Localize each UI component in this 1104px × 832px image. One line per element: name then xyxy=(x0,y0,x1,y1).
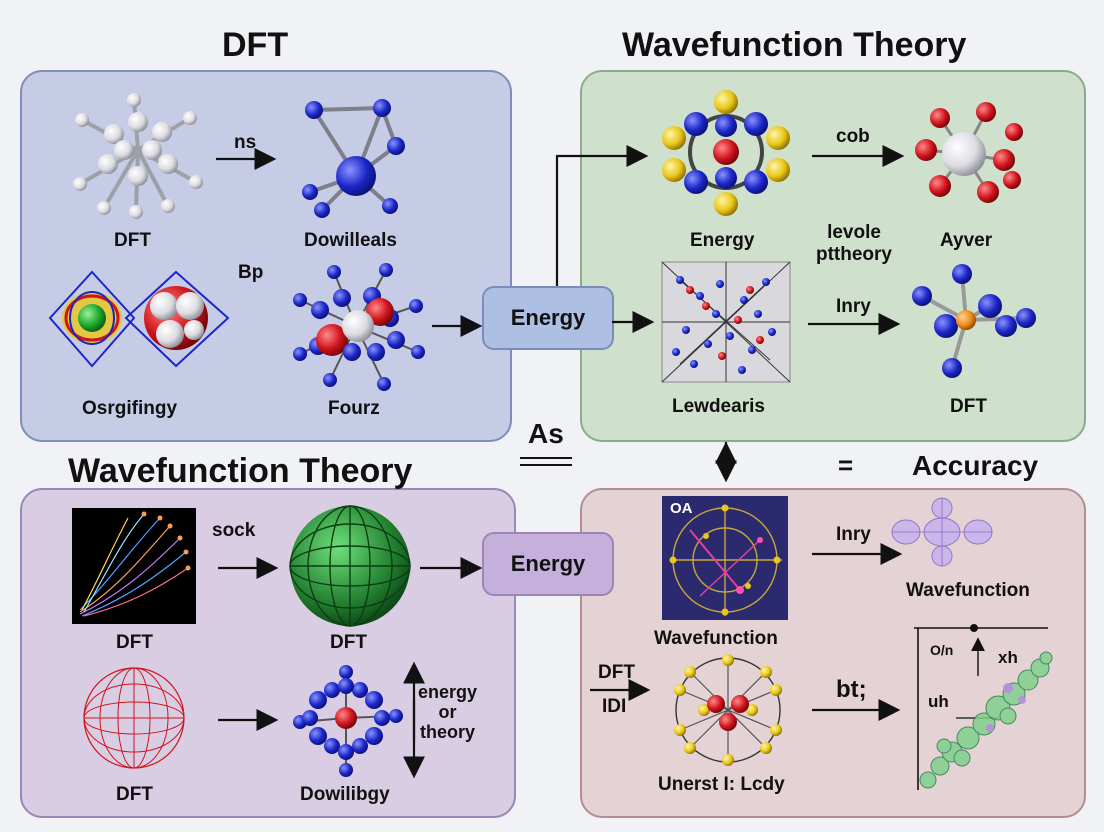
label-levole-theory: levole pttheory xyxy=(816,222,892,265)
label-wavefunction-inset: Wavefunction xyxy=(654,628,778,649)
label-lewdearis: Lewdearis xyxy=(672,396,765,417)
label-bt: bt; xyxy=(836,676,867,703)
title-dft: DFT xyxy=(222,26,289,64)
arrow-label-sock: sock xyxy=(212,520,256,541)
energy-box-bottom: Energy xyxy=(482,532,614,596)
trajectory-plot-inset xyxy=(72,508,196,624)
label-ayver: Ayver xyxy=(940,230,993,251)
arrow-label-ns: ns xyxy=(234,132,257,153)
blue-cluster-dowilibgy xyxy=(293,665,403,777)
label-dft-trajectory: DFT xyxy=(116,632,153,653)
ring-molecule-energy xyxy=(662,90,790,216)
plot-label-o: O/n xyxy=(930,642,954,658)
orbit-inset-wavefunction xyxy=(662,496,788,620)
plot-label-xh: xh xyxy=(998,648,1018,667)
label-energy: Energy xyxy=(690,230,755,251)
blue-molecule-dowilleals xyxy=(302,99,405,218)
arrow-label-inry-bottom: Inry xyxy=(836,524,871,545)
energy-box-top: Energy xyxy=(482,286,614,350)
inset-text-oa: OA xyxy=(670,500,693,517)
label-dowilibgy: Dowilibgy xyxy=(300,784,390,805)
title-wavefunction-top: Wavefunction Theory xyxy=(622,26,967,64)
title-as: As xyxy=(528,418,564,449)
label-dowilleals: Dowilleals xyxy=(304,230,397,251)
title-wavefunction-bottom: Wavefunction Theory xyxy=(68,452,413,490)
label-dft-top-right: DFT xyxy=(950,396,987,417)
label-energy-or-theory: energy or theory xyxy=(418,682,478,742)
orbital-diamond-molecule xyxy=(48,270,230,368)
scatter-plot-inset xyxy=(914,624,1053,790)
plot-label-uh: uh xyxy=(928,692,949,711)
arrow-label-inry-top: Inry xyxy=(836,296,871,317)
arrow-label-cob: cob xyxy=(836,126,870,147)
label-idi-side: IDI xyxy=(602,696,627,717)
label-dft-sphere: DFT xyxy=(330,632,367,653)
title-equals: = xyxy=(838,450,854,480)
label-bp: Bp xyxy=(238,262,264,283)
label-wavefunction-mesh: Wavefunction xyxy=(906,580,1030,601)
red-star-molecule-ayver xyxy=(915,102,1023,203)
network-inset-lewdearis xyxy=(661,261,791,383)
green-sphere xyxy=(289,505,411,627)
yellow-red-cage-molecule xyxy=(674,654,782,766)
label-dft-molecule: DFT xyxy=(114,230,151,251)
label-osrgifingy: Osrgifingy xyxy=(82,398,178,419)
label-dft-side: DFT xyxy=(598,662,635,683)
label-unerst-lcdy: Unerst I: Lcdy xyxy=(658,774,785,795)
label-fourz: Fourz xyxy=(328,398,380,419)
white-cluster-molecule xyxy=(73,93,203,219)
label-dft-wire: DFT xyxy=(116,784,153,805)
purple-mesh-orbital xyxy=(891,497,993,567)
blue-orange-molecule-dft xyxy=(912,264,1036,378)
red-wire-sphere xyxy=(83,667,185,769)
mixed-cluster-fourz xyxy=(293,263,425,391)
title-accuracy: Accuracy xyxy=(912,450,1039,481)
